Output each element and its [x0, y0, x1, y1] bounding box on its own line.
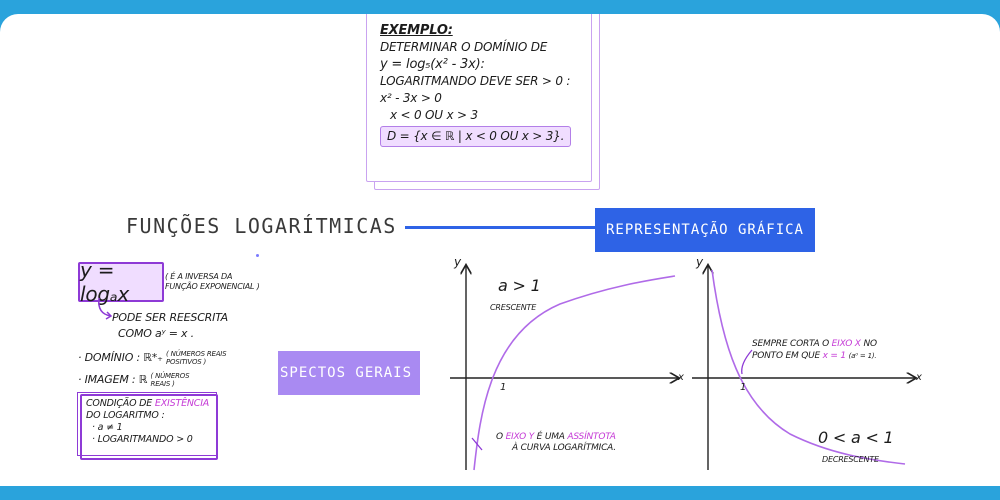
example-line-1: DETERMINAR O DOMÍNIO DE — [380, 40, 548, 54]
example-line-3: LOGARITMANDO DEVE SER > 0 : — [380, 74, 571, 88]
left-note-c: À CURVA LOGARÍTMICA. — [512, 443, 616, 453]
example-title: EXEMPLO: — [380, 23, 453, 38]
right-case: 0 < a < 1 — [818, 428, 894, 447]
left-note-hl1: EIXO Y — [505, 432, 535, 442]
left-note-b: É UMA — [536, 432, 565, 442]
left-y-label: y — [454, 255, 461, 269]
image-note: ( NÚMEROS REAIS ) — [151, 372, 190, 388]
domain-note-line-2: POSITIVOS ) — [166, 358, 207, 366]
left-one-label: 1 — [500, 382, 507, 393]
right-y-label: y — [696, 255, 703, 269]
left-note-arrow — [471, 437, 483, 451]
left-note: O EIXO Y É UMA ASSÍNTOTA À CURVA LOGARÍT… — [496, 432, 616, 454]
formula-note-line-1: ( É A INVERSA DA — [165, 272, 233, 281]
representation-label: REPRESENTAÇÃO GRÁFICA — [595, 208, 815, 252]
right-note-a: SEMPRE CORTA O — [752, 339, 829, 349]
right-note-hl1: EIXO X — [831, 339, 861, 349]
curved-arrow-icon — [98, 297, 113, 320]
domain-note: ( NÚMEROS REAIS POSITIVOS ) — [166, 350, 227, 366]
example-card: EXEMPLO: DETERMINAR O DOMÍNIO DE y = log… — [366, 14, 600, 192]
example-content: EXEMPLO: DETERMINAR O DOMÍNIO DE y = log… — [380, 22, 590, 147]
image-note-line-2: REAIS ) — [150, 380, 175, 388]
formula-note: ( É A INVERSA DA FUNÇÃO EXPONENCIAL ) — [165, 272, 260, 292]
domain-line: · DOMÍNIO : ℝ*₊ ( NÚMEROS REAIS POSITIVO… — [78, 350, 227, 366]
example-line-2: y = log₅(x² - 3x): — [380, 57, 485, 72]
example-line-5: x < 0 OU x > 3 — [390, 108, 478, 122]
right-note: SEMPRE CORTA O EIXO X NO PONTO EM QUE x … — [752, 338, 877, 362]
right-note-arrow — [741, 349, 753, 375]
right-note-b: NO — [863, 339, 877, 349]
condition-box: CONDIÇÃO DE EXISTÊNCIA DO LOGARITMO : · … — [77, 392, 218, 460]
condition-line-2: DO LOGARITMO : — [86, 410, 165, 421]
right-note-hl2: x = 1 — [822, 351, 847, 361]
left-case-desc: CRESCENTE — [490, 303, 537, 312]
rewrite-line-2: COMO aʸ = x . — [118, 327, 194, 340]
content-card: EXEMPLO: DETERMINAR O DOMÍNIO DE y = log… — [0, 14, 1000, 486]
formula-note-line-2: FUNÇÃO EXPONENCIAL ) — [165, 282, 260, 291]
decorative-dot — [256, 254, 259, 257]
left-note-hl2: ASSÍNTOTA — [567, 432, 616, 442]
example-sheet-front — [366, 14, 592, 182]
example-line-4: x² - 3x > 0 — [380, 91, 442, 105]
domain-label: · DOMÍNIO : ℝ*₊ — [78, 351, 163, 364]
right-note-c: PONTO EM QUE — [752, 351, 820, 361]
condition-highlight: EXISTÊNCIA — [154, 398, 210, 409]
domain-note-line-1: ( NÚMEROS REAIS — [166, 350, 227, 358]
condition-line-3: · a ≠ 1 — [92, 422, 123, 433]
formula-box: y = logₐx — [78, 258, 164, 306]
condition-line-4: · LOGARITMANDO > 0 — [92, 434, 193, 445]
right-case-desc: DECRESCENTE — [822, 455, 879, 464]
left-case: a > 1 — [498, 276, 541, 295]
image-note-line-1: ( NÚMEROS — [150, 372, 190, 380]
condition-line-1: CONDIÇÃO DE — [86, 398, 153, 409]
connector-line — [405, 226, 595, 229]
rewrite-line-1: PODE SER REESCRITA — [112, 311, 229, 324]
right-x-label: x — [916, 372, 922, 383]
example-result: D = {x ∈ ℝ | x < 0 OU x > 3}. — [380, 126, 572, 147]
image-label: · IMAGEM : ℝ — [78, 373, 148, 386]
right-note-d: (a⁰ = 1). — [848, 352, 877, 360]
image-line: · IMAGEM : ℝ ( NÚMEROS REAIS ) — [78, 372, 190, 388]
right-one-label: 1 — [740, 382, 747, 393]
aspects-label: SPECTOS GERAIS — [278, 351, 420, 395]
condition-box-outline — [77, 392, 217, 456]
left-x-label: x — [678, 372, 684, 383]
left-note-a: O — [496, 432, 503, 442]
page-title: FUNÇÕES LOGARÍTMICAS — [126, 214, 397, 238]
rewrite-note: PODE SER REESCRITA COMO aʸ = x . — [112, 310, 228, 342]
